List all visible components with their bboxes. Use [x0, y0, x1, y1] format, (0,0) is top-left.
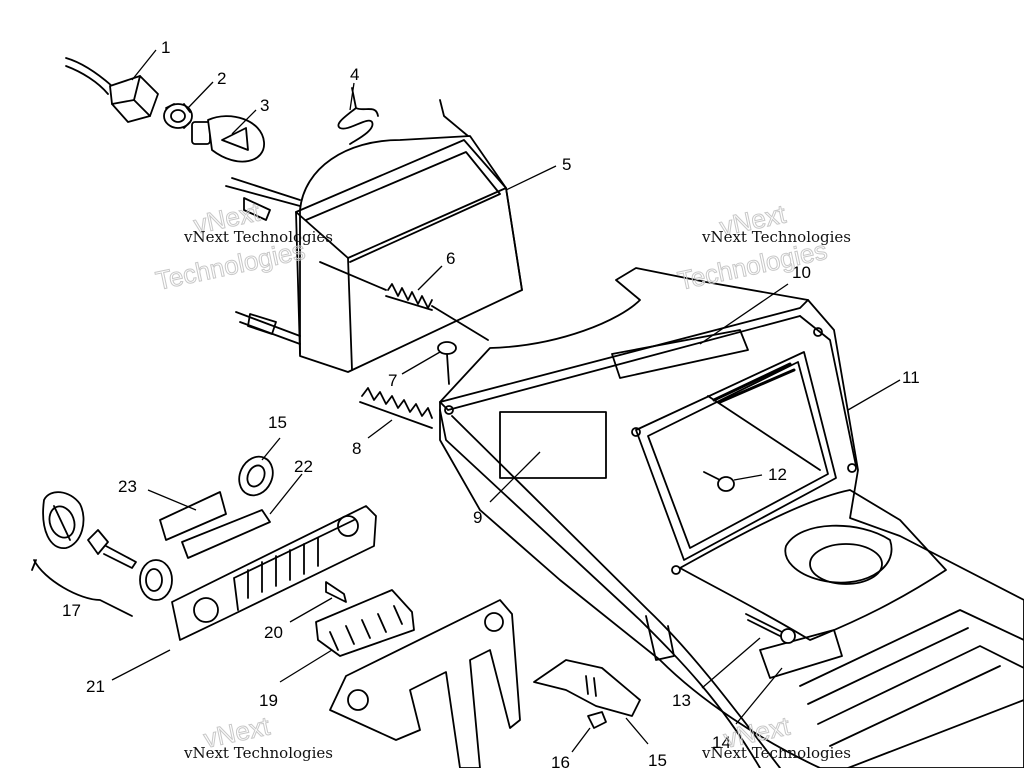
screw-13-part	[745, 613, 796, 644]
callout-15-upper: 15	[268, 413, 287, 432]
callout-20: 20	[264, 623, 283, 642]
switch-panel-part	[159, 491, 377, 641]
callout-13: 13	[672, 691, 691, 710]
svg-text:vNext Technologies: vNext Technologies	[183, 228, 333, 246]
callout-15-lower: 15	[648, 751, 667, 768]
grommet-15-part	[238, 455, 274, 497]
callout-2: 2	[217, 69, 226, 88]
headlight-bulb-part	[191, 115, 265, 163]
rocker-switch-part	[315, 581, 415, 657]
callout-19: 19	[259, 691, 278, 710]
socket-ring-part	[163, 103, 193, 129]
ignition-switch-part	[31, 491, 173, 617]
leader-lines	[111, 49, 901, 753]
callout-5: 5	[562, 155, 571, 174]
callout-1: 1	[161, 38, 170, 57]
callout-6: 6	[446, 249, 455, 268]
callout-14: 14	[712, 733, 731, 752]
callout-7: 7	[388, 371, 397, 390]
callout-22: 22	[294, 457, 313, 476]
upper-spring-part	[319, 261, 489, 341]
lower-bracket-part	[329, 599, 641, 768]
svg-text:vNext Technologies: vNext Technologies	[701, 744, 851, 762]
screw-7-part	[437, 341, 457, 385]
callout-labels: 1 2 3 4 5 6 7 8 9 10 11 12 13 14 15 15 1…	[62, 38, 920, 768]
callout-10: 10	[792, 263, 811, 282]
svg-text:vNext Technologies: vNext Technologies	[183, 744, 333, 762]
svg-text:vNext Technologies: vNext Technologies	[701, 228, 851, 246]
headlight-housing-part	[225, 99, 523, 373]
watermark-top-right: vNext Technologies vNext Technologies	[675, 198, 852, 296]
callout-4: 4	[350, 65, 359, 84]
callout-12: 12	[768, 465, 787, 484]
callout-8: 8	[352, 439, 361, 458]
callout-3: 3	[260, 96, 269, 115]
spring-clip-part	[337, 87, 379, 145]
wire-connector-part	[65, 57, 159, 123]
callout-21: 21	[86, 677, 105, 696]
dash-console-part	[439, 267, 1024, 768]
callout-16: 16	[551, 753, 570, 768]
lower-spring-part	[359, 387, 433, 429]
screw-12-part	[703, 471, 735, 492]
callout-9: 9	[473, 508, 482, 527]
watermark-bottom-left: vNext vNext Technologies	[183, 710, 333, 762]
callout-17: 17	[62, 601, 81, 620]
callout-11: 11	[902, 368, 920, 387]
callout-23: 23	[118, 477, 137, 496]
